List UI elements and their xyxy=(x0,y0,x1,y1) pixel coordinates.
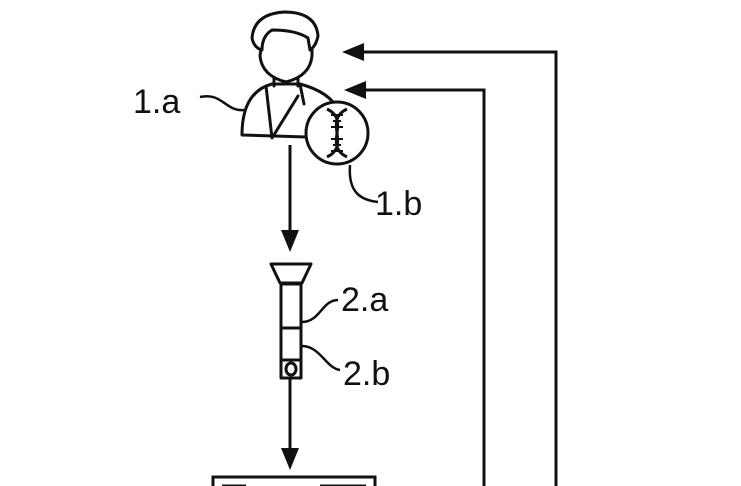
leader-line-2a xyxy=(301,298,339,324)
leader-line-1b xyxy=(348,164,379,204)
arrowhead-down-1 xyxy=(281,230,299,252)
arrowhead-down-2 xyxy=(281,448,299,470)
leader-line-1a xyxy=(199,94,245,112)
label-2a: 2.a xyxy=(341,281,388,319)
tube-cap-ring xyxy=(284,361,298,377)
tube-cap-body xyxy=(279,326,303,380)
feedback-line-outer xyxy=(364,50,558,486)
dna-helix-icon xyxy=(304,100,370,166)
tube-funnel xyxy=(269,262,313,285)
arrowhead-left-inner xyxy=(344,81,366,99)
dna-strand-b xyxy=(326,107,348,159)
person-hair xyxy=(250,10,320,52)
leader-line-2b xyxy=(301,344,341,372)
person-bust-icon xyxy=(240,10,340,140)
label-1b: 1.b xyxy=(375,185,422,223)
person-collar xyxy=(264,82,306,140)
device-outline xyxy=(211,475,377,486)
label-1a: 1.a xyxy=(133,83,180,121)
label-2b: 2.b xyxy=(343,355,390,393)
tube-body xyxy=(279,282,303,330)
saliva-collection-tube-icon xyxy=(269,262,313,380)
device-box-icon xyxy=(211,475,377,486)
arrowhead-left-outer xyxy=(342,43,364,61)
feedback-line-inner xyxy=(366,88,486,486)
